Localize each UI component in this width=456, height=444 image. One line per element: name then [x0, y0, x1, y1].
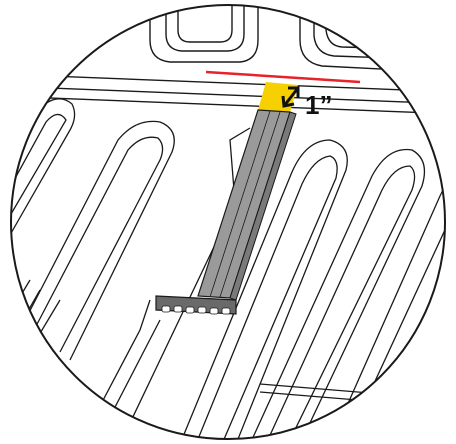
reference-red-line	[205, 70, 361, 84]
top-rails	[11, 73, 445, 115]
top-cutouts	[149, 5, 421, 71]
dimension-arrow	[281, 86, 300, 108]
shim-bar	[155, 109, 297, 315]
circle-frame	[10, 4, 446, 440]
dimension-label: 1”	[305, 90, 332, 120]
